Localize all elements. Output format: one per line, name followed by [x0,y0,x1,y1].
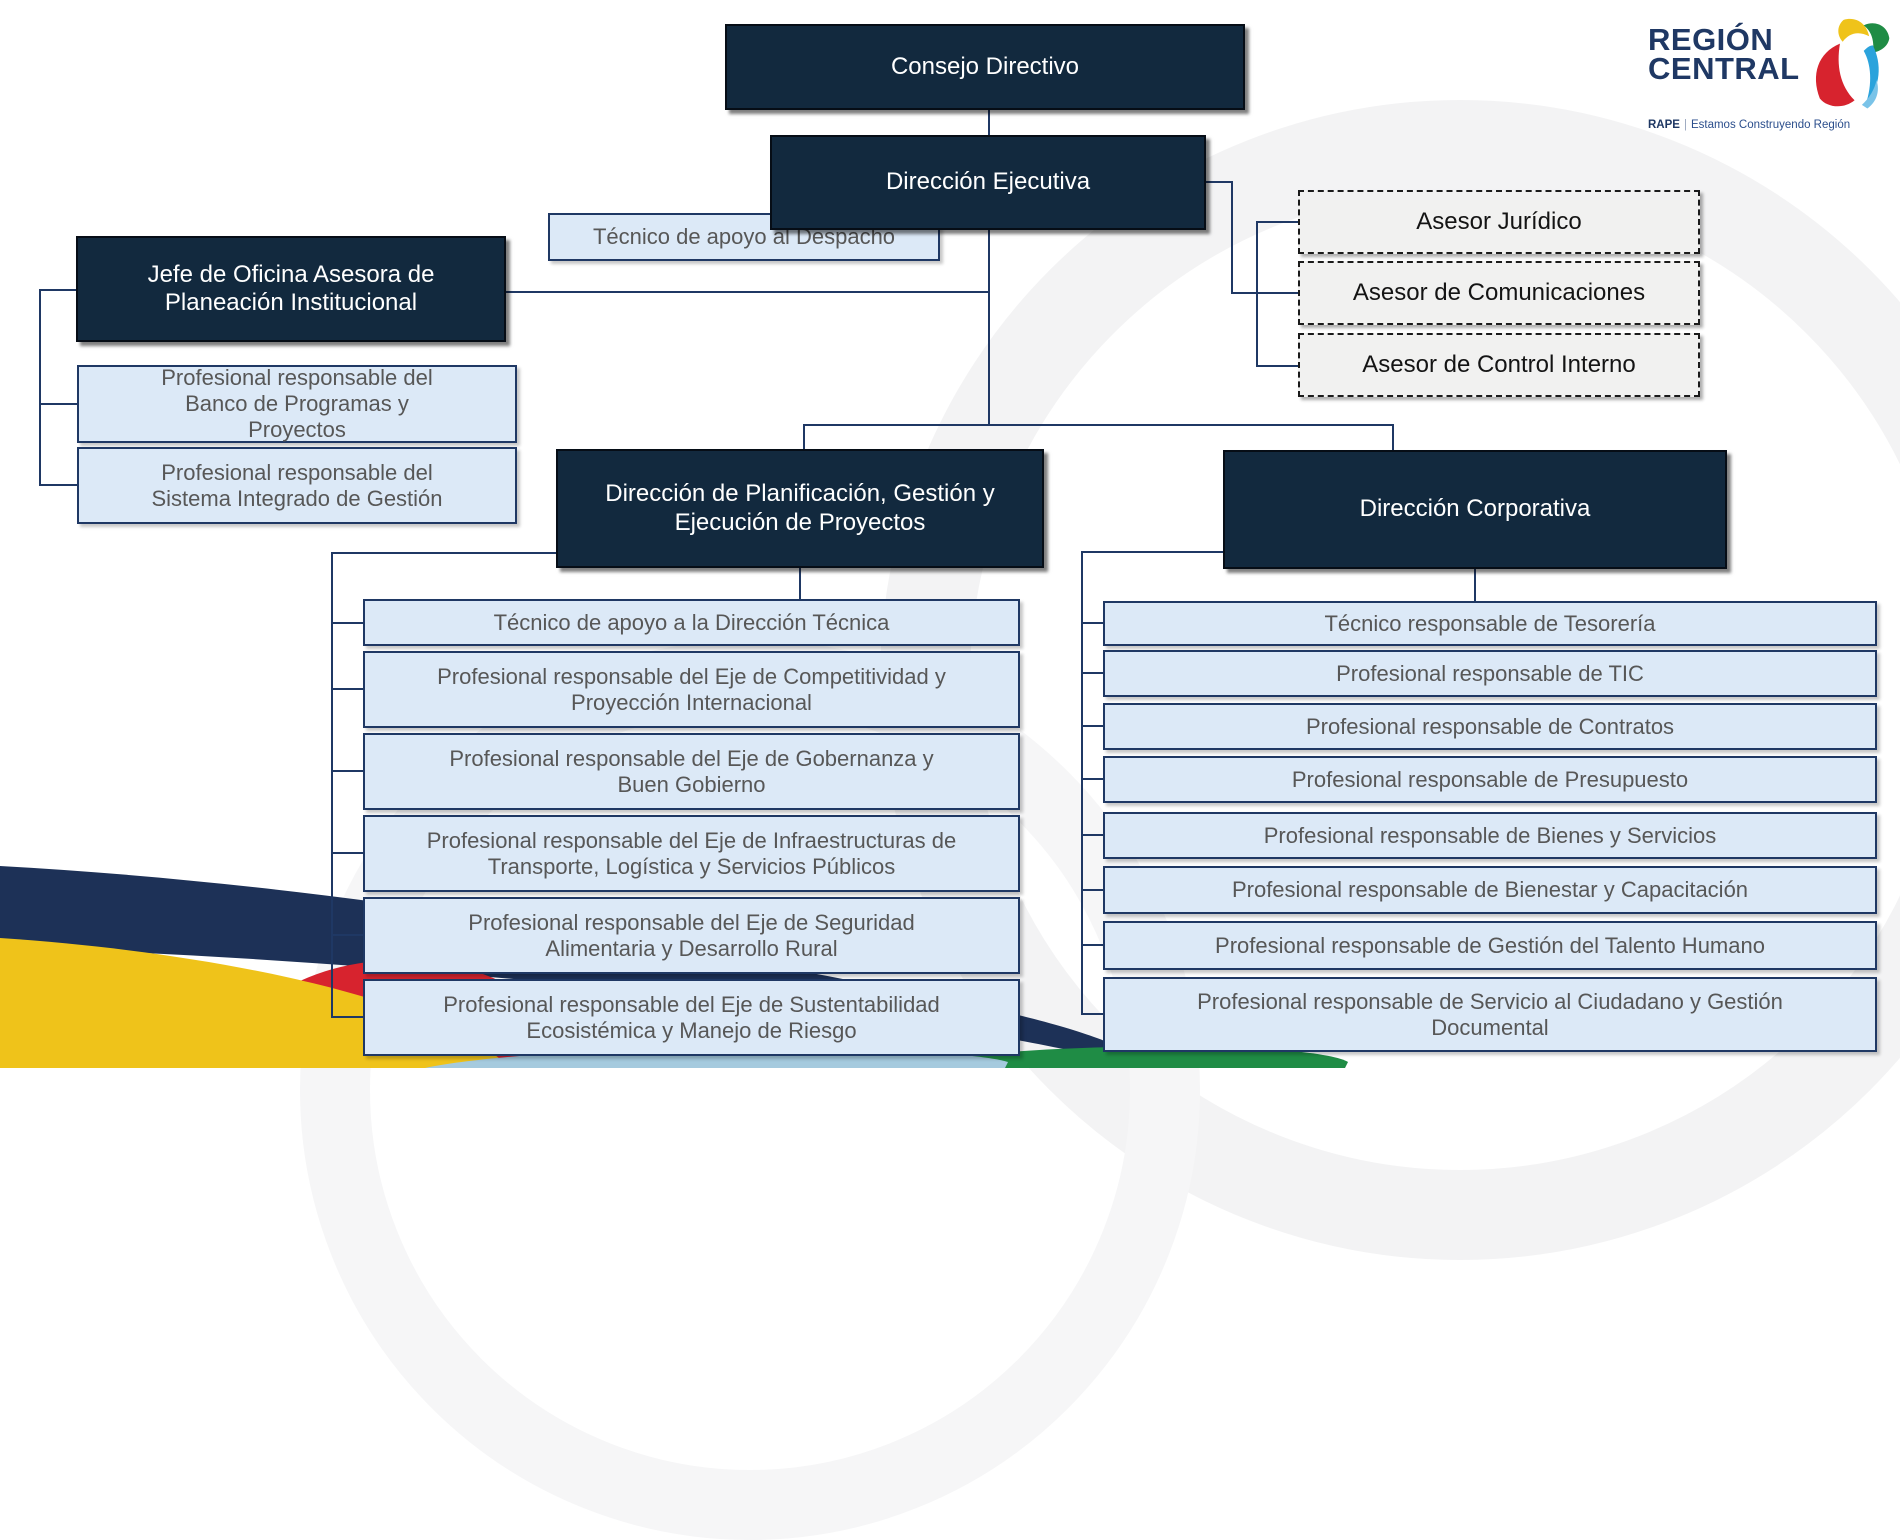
region-central-logo: REGIÓN CENTRAL RAPE|Estamos Construyendo… [1648,18,1900,131]
node-prof-tic: Profesional responsable de TIC [1103,650,1877,697]
connector-line [1231,181,1233,294]
connector-line [1081,834,1105,836]
node-prof-sistema-integrado: Profesional responsable del Sistema Inte… [77,447,517,524]
connector-line [39,484,79,486]
node-eje-gobernanza: Profesional responsable del Eje de Gober… [363,733,1020,810]
node-direccion-planificacion: Dirección de Planificación, Gestión y Ej… [556,449,1044,568]
connector-line [331,852,365,854]
logo-wordmark: REGIÓN CENTRAL [1648,22,1800,86]
node-direccion-corporativa: Dirección Corporativa [1223,450,1727,569]
logo-brand: RAPE [1648,119,1680,131]
connector-line [40,289,78,291]
node-prof-contratos: Profesional responsable de Contratos [1103,703,1877,750]
logo-word-region: REGIÓN [1648,22,1774,57]
connector-line [331,622,365,624]
connector-line [331,770,365,772]
node-eje-infraestructuras: Profesional responsable del Eje de Infra… [363,815,1020,892]
region-central-logo-icon [1815,18,1889,109]
connector-line [504,291,988,293]
node-prof-servicio-ciudadano: Profesional responsable de Servicio al C… [1103,977,1877,1052]
connector-line [39,289,41,486]
connector-line [1081,622,1105,624]
logo-tagline-text: Estamos Construyendo Región [1690,119,1851,131]
connector-line [1081,944,1105,946]
node-asesor-juridico: Asesor Jurídico [1298,190,1700,254]
connector-line [1256,221,1300,223]
node-asesor-control-interno: Asesor de Control Interno [1298,333,1700,397]
connector-line [1474,569,1476,601]
org-chart-page: { "logo": { "line1": "REGIÓN", "line2": … [0,18,1900,1540]
connector-line [803,424,805,449]
connector-line [1081,672,1105,674]
connector-line [1392,424,1394,450]
node-eje-seguridad-alimentaria: Profesional responsable del Eje de Segur… [363,897,1020,974]
connector-line [1256,365,1300,367]
connector-line [988,110,990,135]
connector-line [1256,221,1258,367]
connector-line [332,552,558,554]
connector-line [1204,181,1233,183]
node-prof-banco-programas: Profesional responsable del Banco de Pro… [77,365,517,443]
connector-line [331,1016,365,1018]
logo-word-central: CENTRAL [1648,50,1800,86]
node-asesor-comunicaciones: Asesor de Comunicaciones [1298,261,1700,325]
node-prof-talento-humano: Profesional responsable de Gestión del T… [1103,921,1877,970]
connector-line [799,568,801,600]
connector-line [1231,292,1298,294]
node-tecnico-direccion-tecnica: Técnico de apoyo a la Dirección Técnica [363,599,1020,646]
connector-line [1081,778,1105,780]
connector-line [39,403,79,405]
connector-line [1081,725,1105,727]
logo-tagline: RAPE|Estamos Construyendo Región [1648,119,1900,131]
connector-line [331,552,333,1018]
connector-line [1081,551,1083,1015]
connector-line [1081,1013,1105,1015]
connector-line [1082,551,1225,553]
node-jefe-oficina-planeacion: Jefe de Oficina Asesora de Planeación In… [76,236,506,342]
node-tecnico-tesoreria: Técnico responsable de Tesorería [1103,601,1877,646]
node-prof-bienestar: Profesional responsable de Bienestar y C… [1103,866,1877,914]
connector-line [1081,889,1105,891]
node-direccion-ejecutiva: Dirección Ejecutiva [770,135,1206,230]
node-prof-presupuesto: Profesional responsable de Presupuesto [1103,756,1877,803]
connector-line [331,688,365,690]
logo-separator: | [1683,119,1687,131]
connector-line [988,230,990,425]
node-consejo-directivo: Consejo Directivo [725,24,1245,110]
connector-line [803,424,1394,426]
connector-line [331,934,365,936]
node-eje-sustentabilidad: Profesional responsable del Eje de Suste… [363,979,1020,1056]
node-eje-competitividad: Profesional responsable del Eje de Compe… [363,651,1020,728]
node-prof-bienes-servicios: Profesional responsable de Bienes y Serv… [1103,812,1877,859]
